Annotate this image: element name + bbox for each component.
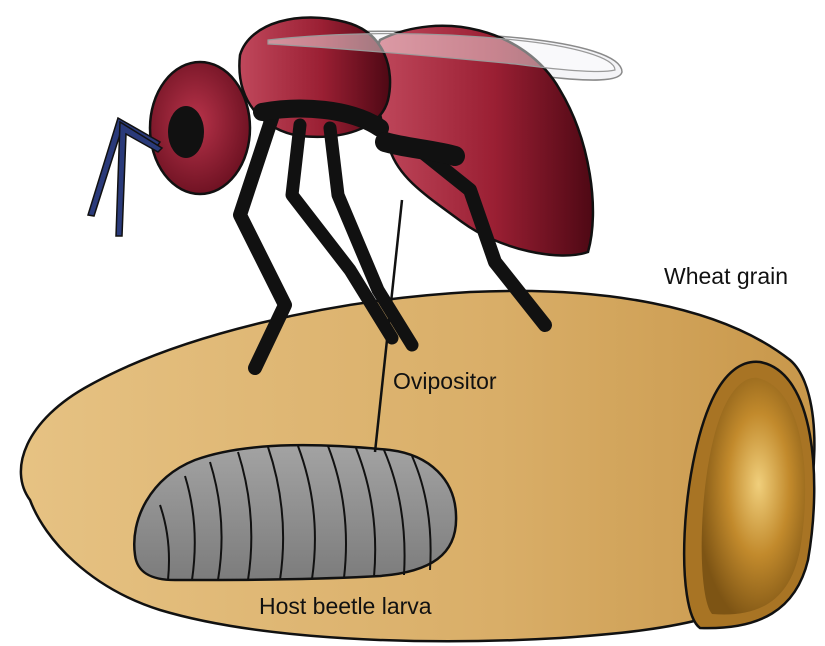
host-beetle-larva	[134, 445, 456, 580]
wheat-grain-label: Wheat grain	[664, 265, 788, 288]
wasp-eye	[168, 106, 204, 158]
host-beetle-larva-label: Host beetle larva	[259, 595, 432, 618]
ovipositor-label: Ovipositor	[393, 370, 497, 393]
